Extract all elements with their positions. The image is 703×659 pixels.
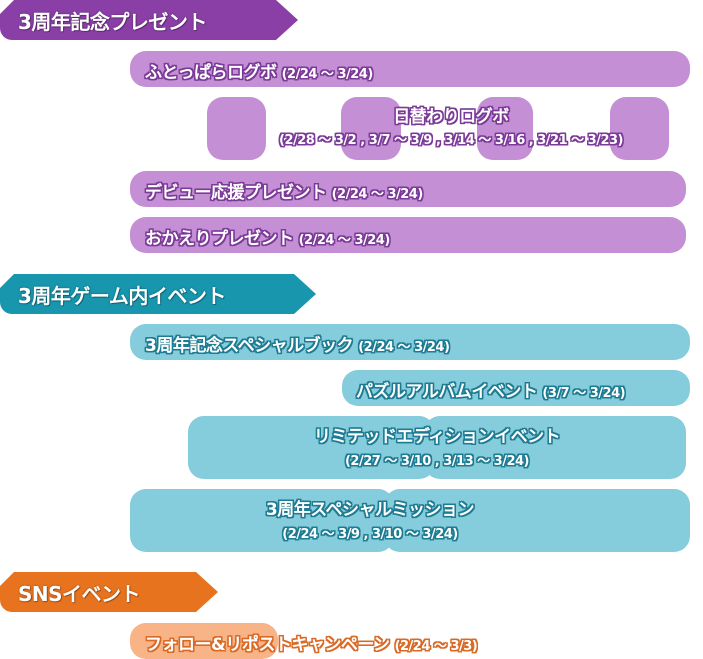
- event-name: パズルアルバムイベント: [356, 382, 538, 402]
- event-label-debut-support: デビュー応援プレゼント (2/24 ～ 3/24): [145, 178, 423, 203]
- timeline-segment-2: [384, 489, 690, 552]
- timeline-bar-login-bonus: [130, 51, 690, 87]
- event-period: (2/24 ～ 3/24): [358, 340, 450, 355]
- event-period: (2/24 ～ 3/3): [394, 639, 478, 654]
- section-header-ingame-event: 3周年ゲーム内イベント: [0, 274, 316, 314]
- timeline-segment-3: [477, 97, 533, 160]
- event-name: リミテッドエディションイベント: [313, 427, 561, 447]
- section-title: SNSイベント: [18, 581, 141, 606]
- event-period: (3/7 ～ 3/24): [542, 386, 626, 401]
- event-period: (2/28 ～ 3/2 , 3/7 ～ 3/9 , 3/14 ～ 3/16 , …: [279, 133, 624, 148]
- event-name: ふとっぱらログボ: [145, 63, 277, 83]
- section-header-sns-event: SNSイベント: [0, 572, 218, 612]
- event-label-follow-repost: フォロー&リポストキャンペーン (2/24 ～ 3/3): [145, 630, 478, 655]
- timeline-bar-puzzle-album: [342, 370, 690, 406]
- section-title: 3周年ゲーム内イベント: [18, 283, 226, 308]
- section-title: 3周年記念プレゼント: [18, 9, 207, 34]
- event-name: 3周年記念スペシャルブック: [145, 336, 354, 356]
- timeline-segment-1: [130, 489, 394, 552]
- timeline-segment-4: [610, 97, 669, 160]
- event-name: 日替わりログボ: [393, 107, 509, 127]
- timeline-segment-2: [341, 97, 401, 160]
- timeline-segment-2: [424, 416, 686, 479]
- event-label-special-book: 3周年記念スペシャルブック (2/24 ～ 3/24): [145, 331, 450, 356]
- timeline-bar-special-book: [130, 324, 690, 360]
- timeline-segment-1: [188, 416, 435, 479]
- event-name: デビュー応援プレゼント: [145, 183, 327, 203]
- event-period: (2/24 ～ 3/24): [331, 187, 424, 202]
- timeline-bar-follow-repost: [130, 623, 278, 659]
- event-label-puzzle-album: パズルアルバムイベント (3/7 ～ 3/24): [356, 377, 626, 402]
- event-period: (2/27 ～ 3/10 , 3/13 ～ 3/24): [344, 454, 530, 469]
- event-label-welcome-back: おかえりプレゼント (2/24 ～ 3/24): [145, 224, 390, 249]
- event-name: おかえりプレゼント: [145, 229, 294, 249]
- event-name: フォロー&リポストキャンペーン: [145, 635, 390, 655]
- event-label-special-mission: 3周年スペシャルミッション (2/24 ～ 3/9 , 3/10 ～ 3/24): [120, 495, 620, 542]
- event-period: (2/24 ～ 3/9 , 3/10 ～ 3/24): [282, 527, 458, 542]
- timeline-bar-debut-support: [130, 171, 686, 207]
- timeline-bar-welcome-back: [130, 217, 686, 253]
- timeline-segment-1: [207, 97, 266, 160]
- event-label-limited-edition: リミテッドエディションイベント (2/27 ～ 3/10 , 3/13 ～ 3/…: [188, 422, 686, 469]
- event-period: (2/24 ～ 3/24): [281, 67, 374, 82]
- event-period: (2/24 ～ 3/24): [298, 233, 391, 248]
- event-label-daily-login: 日替わりログボ (2/28 ～ 3/2 , 3/7 ～ 3/9 , 3/14 ～…: [206, 102, 696, 148]
- event-name: 3周年スペシャルミッション: [265, 500, 475, 520]
- section-header-anniversary-present: 3周年記念プレゼント: [0, 0, 298, 40]
- event-label-login-bonus: ふとっぱらログボ (2/24 ～ 3/24): [145, 58, 373, 83]
